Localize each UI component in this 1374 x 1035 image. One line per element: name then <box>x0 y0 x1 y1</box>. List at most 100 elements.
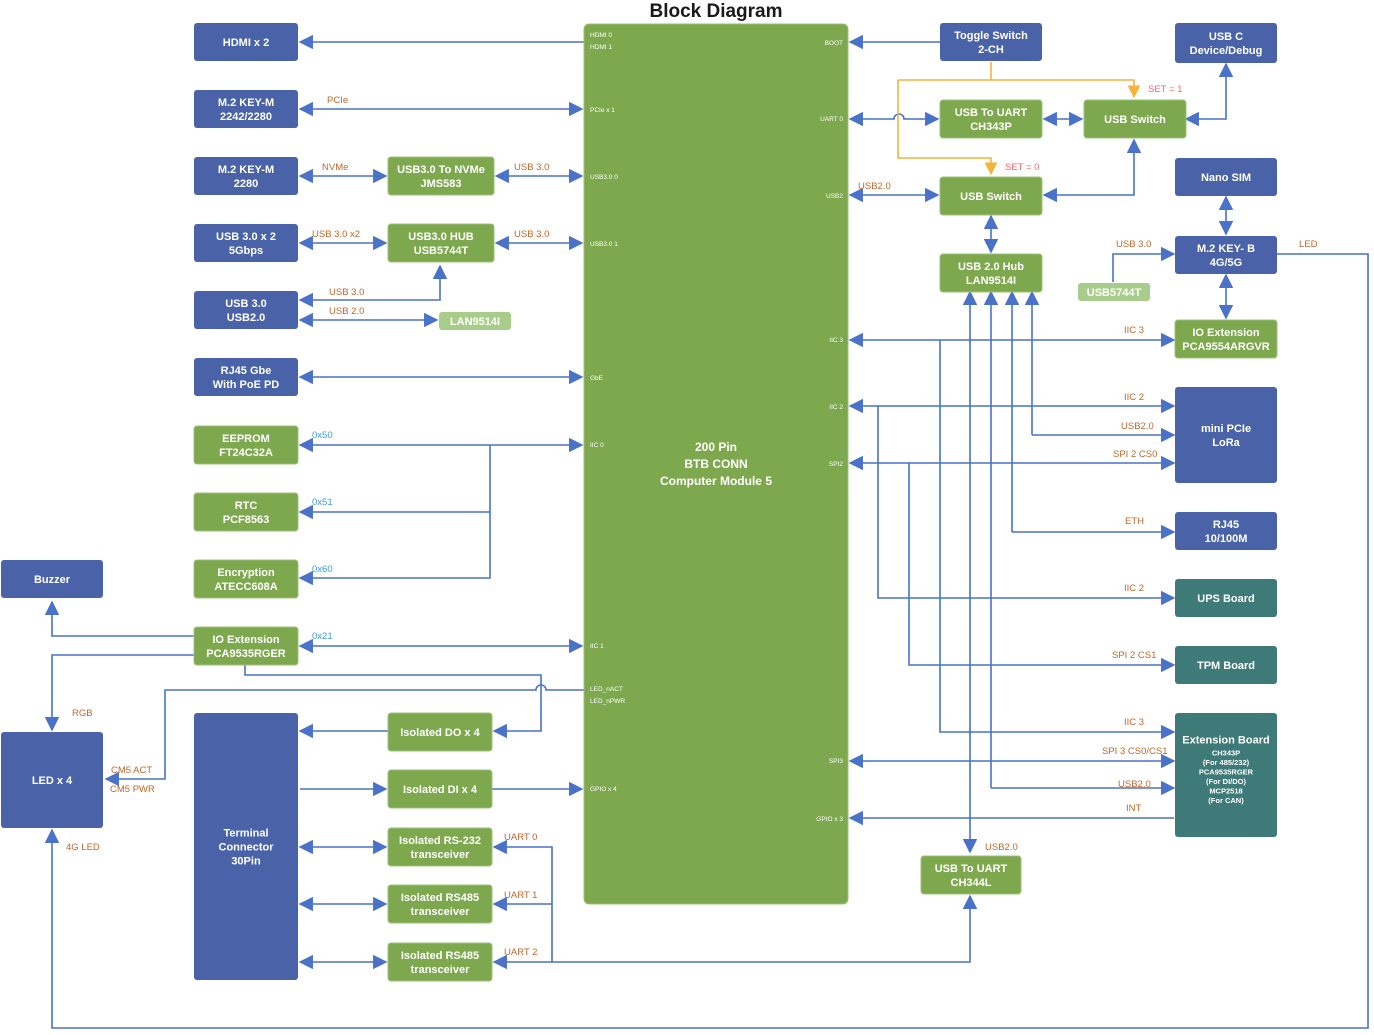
block-label-line: Buzzer <box>34 574 71 586</box>
block-box <box>387 942 493 982</box>
block-buzzer: Buzzer <box>1 560 103 598</box>
pin-hdmi0: HDMI 0 <box>590 32 612 39</box>
block-ups: UPS Board <box>1175 579 1277 617</box>
toggle-wire-set0 <box>897 80 998 176</box>
block-label-line: Device/Debug <box>1190 45 1263 57</box>
block-iso-di: Isolated DI x 4 <box>387 769 493 809</box>
label-addr-51: 0x51 <box>312 497 333 508</box>
block-box <box>1175 579 1277 617</box>
pin-gpio3: GPIO x 3 <box>816 816 843 823</box>
block-box <box>1174 319 1278 359</box>
block-label-line: JMS583 <box>421 178 462 190</box>
block-box <box>939 99 1043 139</box>
block-label-line: USB5744T <box>1087 287 1142 299</box>
block-box <box>920 855 1022 895</box>
block-box <box>1175 646 1277 684</box>
block-label-line: Extension Board <box>1182 735 1269 747</box>
label-usb30x2: USB 3.0 x2 <box>312 229 360 240</box>
label-cm5-act: CM5 ACT <box>111 765 152 776</box>
block-box <box>194 358 298 396</box>
block-label-line: Nano SIM <box>1201 172 1251 184</box>
block-label-line: RJ45 Gbe <box>221 365 272 377</box>
diagram-title: Block Diagram <box>649 1 782 22</box>
block-label-line: 30Pin <box>231 856 261 868</box>
pin-spi2: SPI2 <box>829 461 843 468</box>
label-uart2: UART 2 <box>504 947 537 958</box>
pin-iic3: IIC 3 <box>829 337 843 344</box>
block-box <box>387 769 493 809</box>
label-addr-60: 0x60 <box>312 564 333 575</box>
block-label-line: RTC <box>235 500 258 512</box>
label-spi2cs0: SPI 2 CS0 <box>1113 449 1157 460</box>
block-box <box>1175 23 1277 63</box>
block-rj45-100: RJ45 10/100M <box>1175 512 1277 550</box>
label-led-keyb: LED <box>1299 239 1318 250</box>
block-label-line: With PoE PD <box>213 379 280 391</box>
block-label-line: LAN9514I <box>450 316 500 328</box>
label-usb20-port: USB 2.0 <box>329 306 364 317</box>
block-led: LED x 4 <box>1 732 103 828</box>
block-label-line: Toggle Switch <box>954 30 1028 42</box>
block-label-line: USB5744T <box>414 245 469 257</box>
block-box <box>194 157 298 195</box>
block-box <box>193 492 299 532</box>
block-label-line: USB3.0 To NVMe <box>397 164 485 176</box>
signal-labels: PCIe NVMe USB 3.0 USB 3.0 x2 USB 3.0 USB… <box>66 84 1318 958</box>
pin-led-npwr: LED_nPWR <box>590 698 625 705</box>
label-usb20-switch: USB2.0 <box>858 181 891 192</box>
block-label-line: RJ45 <box>1213 519 1239 531</box>
block-box <box>439 312 511 330</box>
block-label-line: M.2 KEY-M <box>218 97 274 109</box>
block-hdmi: HDMI x 2 <box>194 23 298 61</box>
pin-boot: BOOT <box>825 40 843 47</box>
label-set1: SET = 1 <box>1148 84 1182 95</box>
label-usb30-nvme: USB 3.0 <box>514 162 549 173</box>
wire-iic2-ups <box>877 406 1176 606</box>
block-label-line: HDMI x 2 <box>223 37 269 49</box>
pin-pcie: PCIe x 1 <box>590 107 615 114</box>
block-nano-sim: Nano SIM <box>1175 158 1277 196</box>
label-uart0: UART 0 <box>504 832 537 843</box>
label-spi2cs1: SPI 2 CS1 <box>1112 650 1156 661</box>
block-box <box>1175 387 1277 483</box>
block-label-line: LoRa <box>1212 437 1240 449</box>
pin-iic0: IIC 0 <box>590 442 604 449</box>
block-label-line: 10/100M <box>1205 533 1248 545</box>
block-box <box>1175 236 1277 274</box>
block-label-line: Connector <box>219 842 275 854</box>
block-label-line: Terminal <box>223 828 268 840</box>
block-label-line: TPM Board <box>1197 660 1255 672</box>
label-addr-21: 0x21 <box>312 631 333 642</box>
block-label-line: transceiver <box>411 849 470 861</box>
pin-usb2: USB2 <box>826 193 843 200</box>
label-eth: ETH <box>1125 516 1144 527</box>
block-box <box>940 23 1042 61</box>
block-box <box>1175 512 1277 550</box>
cm5-line-1: 200 Pin <box>695 440 737 454</box>
block-label-line: (For 485/232) <box>1203 758 1250 767</box>
block-iso-do: Isolated DO x 4 <box>387 712 493 752</box>
block-label-line: CH343P <box>1212 749 1240 758</box>
cm5-line-2: BTB CONN <box>684 457 747 471</box>
block-label-line: FT24C32A <box>219 447 273 459</box>
label-usb30-port: USB 3.0 <box>329 287 364 298</box>
block-box <box>1175 713 1277 837</box>
block-box <box>939 253 1043 293</box>
block-box <box>194 90 298 128</box>
block-label-line: MCP2518 <box>1209 787 1242 796</box>
block-label-line: M.2 KEY-M <box>218 164 274 176</box>
block-lan9514-ref: LAN9514I <box>439 312 511 330</box>
block-label-line: M.2 KEY- B <box>1197 243 1255 255</box>
